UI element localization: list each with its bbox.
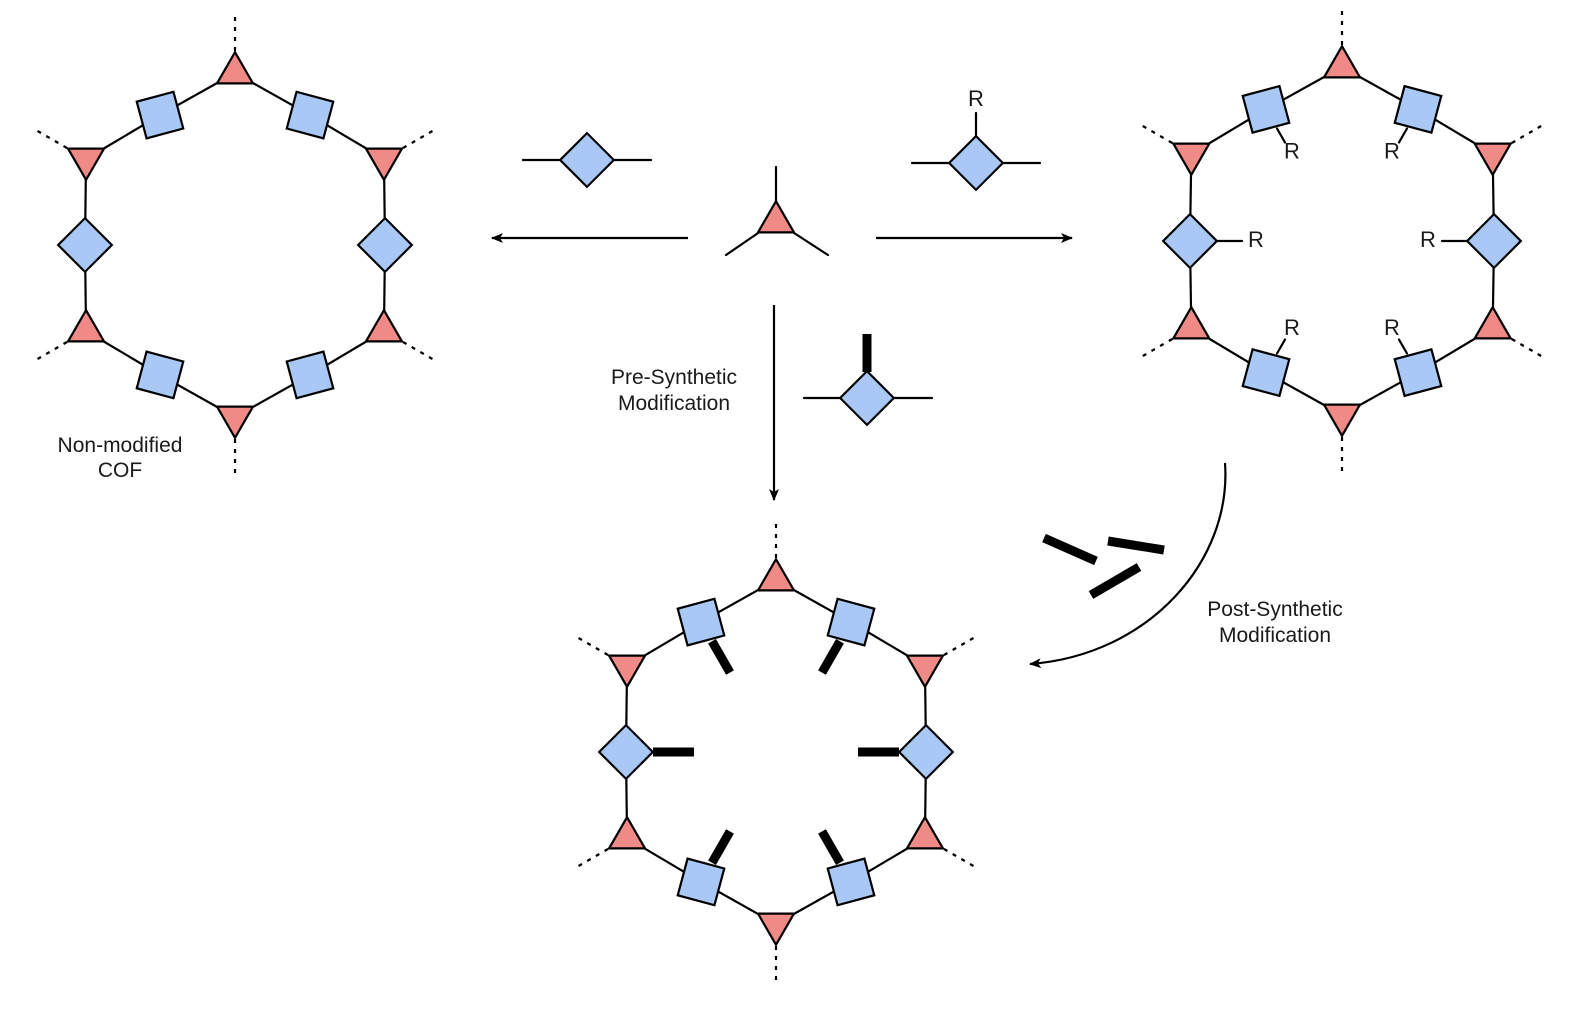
extension-dash [943,634,980,656]
extension-dash [1137,122,1173,144]
bond-line [1275,338,1287,355]
r-linker-monomer: R [910,86,1042,192]
extension-dash [572,634,609,656]
extension-dash [1511,338,1547,360]
triangle-node [364,308,404,343]
triangle-node [1472,142,1513,177]
arrow-post-synthetic [1029,462,1227,669]
reagent-bar [1107,536,1165,555]
square-linker [135,90,185,140]
reagent-bars [1042,533,1165,599]
extension-dash [1511,122,1547,144]
square-linker [826,597,876,647]
triangle-node [1171,142,1212,177]
triangle-node [215,405,255,440]
square-linker [1393,84,1443,134]
triangle-node [1322,403,1362,438]
square-linker [897,723,955,781]
triangle-node [66,147,106,182]
non-modified-cof-ring [31,11,439,479]
square-linker [1241,348,1291,398]
extension-dash [943,848,980,870]
triangle-node [1322,44,1362,79]
reagent-bar [1088,563,1142,599]
triangle-node [756,557,796,592]
r-substituent-label: R [1420,227,1436,252]
square-linker [826,857,876,907]
functional-group-bar [818,638,844,675]
extension-dash [402,341,439,363]
triangle-node [364,147,404,182]
r-substituent-label: R [968,86,984,111]
functional-group-bar [708,638,734,675]
functionalized-linker-monomer [802,334,934,427]
functional-group-bar [818,829,844,866]
plain-linker-monomer [521,131,653,189]
pre-synthetic-label: Pre-Synthetic [611,366,737,389]
triangle-node [1472,305,1513,340]
triangle-node [607,815,647,850]
cof-label: COF [98,459,142,482]
square-linker [558,131,616,189]
post-synthetic-label: Post-Synthetic [1207,598,1342,621]
square-linker [676,597,726,647]
triangle-node [756,199,796,234]
triangle-node [905,654,945,689]
bond-line [1397,127,1409,144]
extension-dash [402,127,439,149]
functionalized-cof-ring [572,518,980,986]
square-linker [56,216,114,274]
bond-line [1397,338,1409,355]
extension-dash [1137,338,1173,360]
square-linker [1465,212,1523,270]
square-linker [135,350,185,400]
square-linker [676,857,726,907]
triangle-node-monomer [724,165,830,257]
post-modification-label: Modification [1219,624,1331,647]
square-linker [947,134,1005,192]
triangle-node [607,654,647,689]
triangle-node [1171,305,1212,340]
square-linker [356,216,414,274]
extension-dash [31,341,68,363]
extension-dash [572,848,609,870]
r-substituent-label: R [1284,315,1300,340]
pre-modification-label: Modification [618,392,730,415]
bond-line [789,229,830,257]
r-substituent-label: R [1384,315,1400,340]
triangle-node [756,912,796,947]
bond-line [724,229,763,257]
r-substituent-label: R [1384,139,1400,164]
r-functionalized-cof-ring: R R R R R R [1137,5,1547,477]
triangle-node [66,308,106,343]
square-linker [597,723,655,781]
triangle-node [905,815,945,850]
r-substituent-label: R [1284,139,1300,164]
extension-dash [31,127,68,149]
square-linker [285,90,335,140]
reagent-bar [1042,533,1098,566]
square-linker [1241,84,1291,134]
square-linker [838,369,896,427]
bond-line [1275,127,1287,144]
square-linker [1161,212,1219,270]
r-substituent-label: R [1248,227,1264,252]
non-modified-label: Non-modified [58,434,183,457]
triangle-node [215,50,255,85]
square-linker [285,350,335,400]
square-linker [1393,348,1443,398]
functional-group-bar [708,829,734,866]
